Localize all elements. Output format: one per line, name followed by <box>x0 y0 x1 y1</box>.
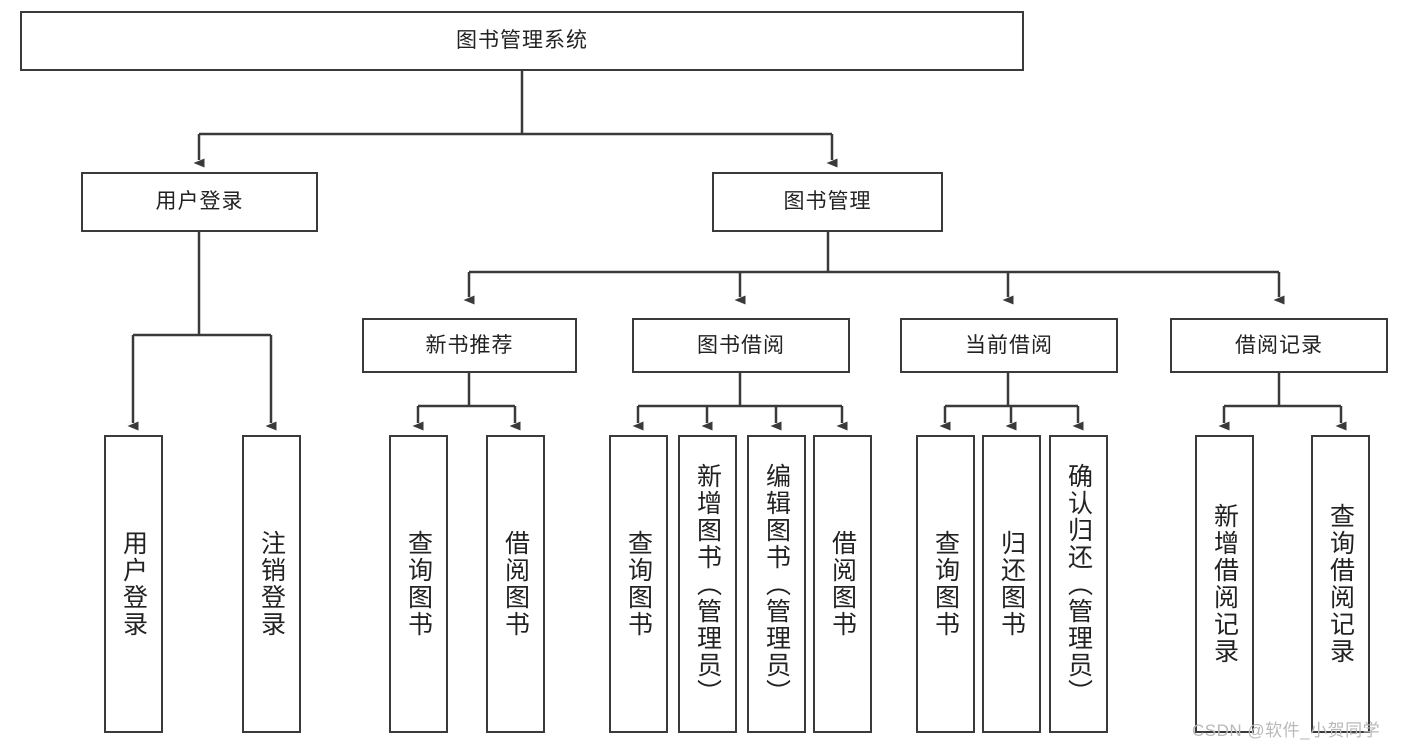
node-leaf-query-book-3[interactable]: 查询图书 <box>916 435 975 733</box>
node-book-manage-label: 图书管理 <box>783 190 872 214</box>
node-new-book-rec-label: 新书推荐 <box>425 333 514 357</box>
node-root[interactable]: 图书管理系统 <box>20 11 1024 71</box>
node-leaf-borrow-book-1[interactable]: 借阅图书 <box>486 435 545 733</box>
node-root-label: 图书管理系统 <box>456 29 588 53</box>
node-leaf-query-book-1-label: 查询图书 <box>404 530 433 638</box>
node-leaf-confirm-return-label: 确认归还（管理员） <box>1064 462 1093 706</box>
node-leaf-borrow-book-2-label: 借阅图书 <box>828 530 857 638</box>
node-leaf-query-record[interactable]: 查询借阅记录 <box>1311 435 1370 733</box>
node-leaf-borrow-book-2[interactable]: 借阅图书 <box>813 435 872 733</box>
node-leaf-borrow-book-1-label: 借阅图书 <box>501 530 530 638</box>
node-leaf-query-record-label: 查询借阅记录 <box>1326 503 1355 665</box>
node-leaf-user-login[interactable]: 用户登录 <box>104 435 163 733</box>
node-book-manage[interactable]: 图书管理 <box>712 172 943 232</box>
node-leaf-logout[interactable]: 注销登录 <box>242 435 301 733</box>
node-leaf-add-book[interactable]: 新增图书（管理员） <box>678 435 737 733</box>
node-leaf-edit-book[interactable]: 编辑图书（管理员） <box>747 435 806 733</box>
node-borrow-record-label: 借阅记录 <box>1235 333 1323 357</box>
node-book-borrow-label: 图书借阅 <box>697 333 785 357</box>
node-leaf-return-book-label: 归还图书 <box>997 530 1026 638</box>
node-leaf-logout-label: 注销登录 <box>257 530 286 638</box>
watermark-text: CSDN @软件_小贺同学 <box>1192 721 1381 740</box>
node-leaf-confirm-return[interactable]: 确认归还（管理员） <box>1049 435 1108 733</box>
node-book-borrow[interactable]: 图书借阅 <box>632 318 850 373</box>
node-user-login[interactable]: 用户登录 <box>81 172 318 232</box>
node-leaf-query-book-1[interactable]: 查询图书 <box>389 435 448 733</box>
node-leaf-add-book-label: 新增图书（管理员） <box>693 462 722 706</box>
node-leaf-edit-book-label: 编辑图书（管理员） <box>762 462 791 706</box>
node-leaf-query-book-2[interactable]: 查询图书 <box>609 435 668 733</box>
node-current-borrow[interactable]: 当前借阅 <box>900 318 1118 373</box>
node-borrow-record[interactable]: 借阅记录 <box>1170 318 1388 373</box>
node-leaf-query-book-3-label: 查询图书 <box>931 530 960 638</box>
node-leaf-query-book-2-label: 查询图书 <box>624 530 653 638</box>
node-user-login-label: 用户登录 <box>155 190 244 214</box>
node-leaf-user-login-label: 用户登录 <box>119 530 148 638</box>
node-leaf-add-record[interactable]: 新增借阅记录 <box>1195 435 1254 733</box>
node-new-book-rec[interactable]: 新书推荐 <box>362 318 577 373</box>
node-leaf-return-book[interactable]: 归还图书 <box>982 435 1041 733</box>
node-current-borrow-label: 当前借阅 <box>965 333 1053 357</box>
node-leaf-add-record-label: 新增借阅记录 <box>1210 503 1239 665</box>
